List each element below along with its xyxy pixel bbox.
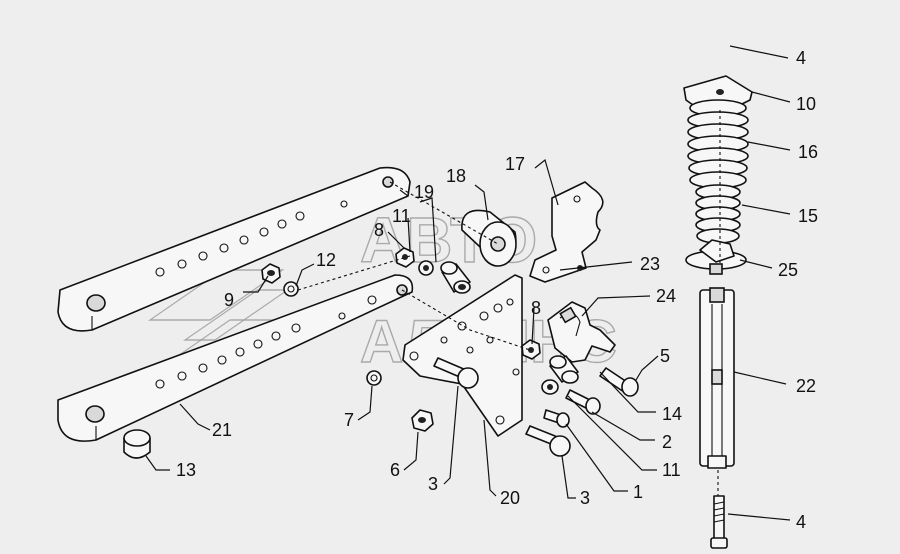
spring-15 (695, 184, 741, 244)
callout-10: 10 (796, 94, 816, 114)
spring-16 (687, 99, 749, 189)
bolt-4-bottom (710, 495, 728, 549)
callout-16: 16 (798, 142, 818, 162)
callout-22: 22 (796, 376, 816, 396)
bolt-1 (543, 409, 570, 428)
callout-8-top: 8 (374, 220, 384, 240)
lower-link-arm (57, 274, 414, 442)
roller-18 (461, 209, 517, 267)
callout-4-top: 4 (796, 48, 806, 68)
nut-6 (411, 409, 434, 432)
callout-6: 6 (390, 460, 400, 480)
bolt-3-right (525, 425, 571, 457)
callout-11-top: 11 (392, 206, 411, 226)
bolt-2 (565, 389, 601, 415)
callout-19: 19 (414, 182, 434, 202)
spring-seat-25 (685, 239, 747, 275)
bolt-3-left (433, 357, 479, 389)
callout-1: 1 (633, 482, 643, 502)
callout-13: 13 (176, 460, 196, 480)
washer-7 (366, 370, 382, 386)
callout-24: 24 (656, 286, 676, 306)
callout-labels: 4 10 16 15 25 22 4 18 17 19 11 8 12 9 23… (176, 48, 818, 532)
callout-8-mid: 8 (531, 298, 541, 318)
callout-25: 25 (778, 260, 798, 280)
callout-3-right: 3 (580, 488, 590, 508)
callout-2: 2 (662, 432, 672, 452)
bolt-5 (599, 367, 639, 397)
callout-20: 20 (500, 488, 520, 508)
washer-11-top (418, 260, 434, 276)
callout-4-bottom: 4 (796, 512, 806, 532)
callout-14: 14 (662, 404, 682, 424)
washer-11-bottom (541, 379, 559, 395)
callout-23: 23 (640, 254, 660, 274)
bushing-13 (123, 429, 151, 459)
callout-9: 9 (224, 290, 234, 310)
callout-15: 15 (798, 206, 818, 226)
sleeve-19 (440, 261, 471, 294)
callout-17: 17 (505, 154, 525, 174)
nut-8-mid (521, 339, 541, 360)
callout-5: 5 (660, 346, 670, 366)
mounting-plate-20 (402, 274, 523, 437)
leader-lines (145, 45, 791, 521)
washer-12 (283, 281, 299, 297)
latch-24 (547, 301, 616, 363)
callout-3-left: 3 (428, 474, 438, 494)
callout-21: 21 (212, 420, 232, 440)
bracket-17 (529, 181, 604, 283)
callout-7: 7 (344, 410, 354, 430)
assembly-guide-lines (297, 110, 721, 496)
bushing-14 (549, 355, 579, 384)
callout-12: 12 (316, 250, 336, 270)
callout-11-bottom: 11 (662, 460, 681, 480)
upper-link-arm (57, 166, 411, 332)
telescopic-rod-22 (699, 287, 735, 469)
callout-18: 18 (446, 166, 466, 186)
